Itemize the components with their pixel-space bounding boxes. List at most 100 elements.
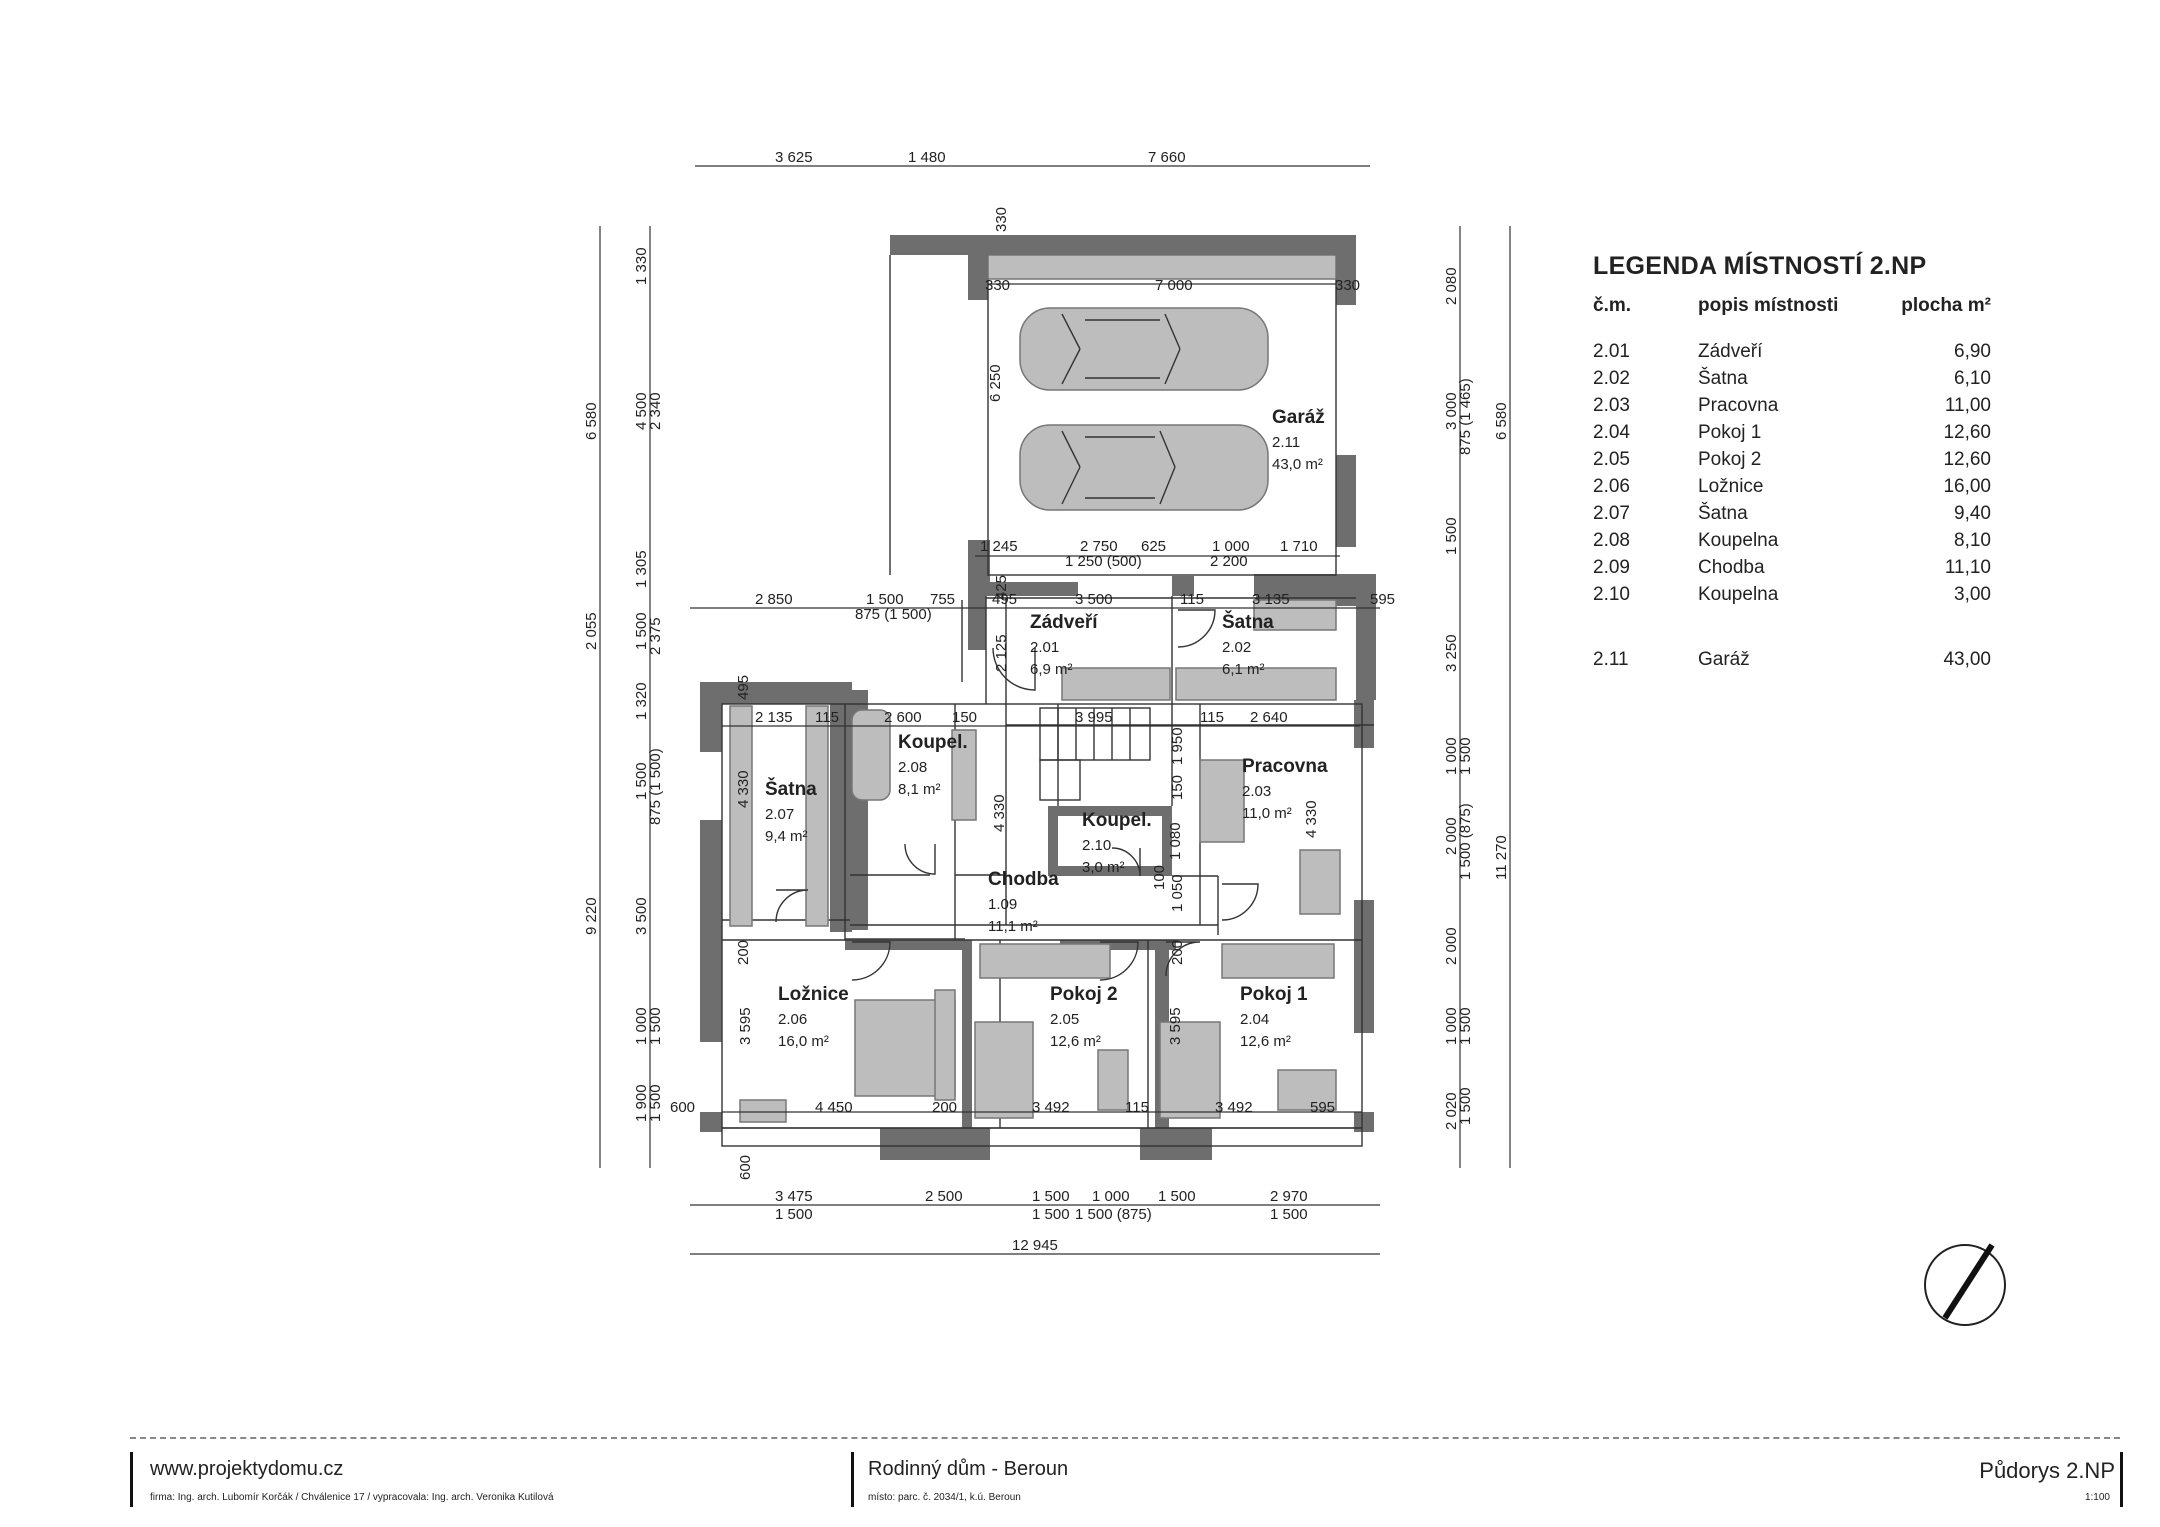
legend-cell-num: 2.04 — [1593, 422, 1630, 443]
footer-divider-right — [2120, 1452, 2123, 1507]
dim-left-inner: 1 500 — [647, 1084, 664, 1122]
legend-row: 2.06 Ložnice 16,00 — [1593, 474, 1991, 501]
dim-left-inner: 2 340 — [647, 392, 664, 430]
legend-cell-num: 2.05 — [1593, 449, 1630, 470]
dim-misc: 150 — [1169, 775, 1186, 800]
dim-bottom-inner: 600 — [670, 1099, 695, 1116]
room-area: 12,6 m² — [1240, 1033, 1291, 1050]
furniture — [729, 254, 1341, 1123]
legend-cell-name: Chodba — [1698, 557, 1765, 578]
legend-col-number: č.m. — [1593, 295, 1632, 316]
room-area: 6,9 m² — [1030, 661, 1073, 678]
dim-right-inner: 2 020 — [1443, 1092, 1460, 1130]
room-number: 2.01 — [1030, 639, 1059, 656]
dim-bottom-inner: 200 — [932, 1099, 957, 1116]
dim-garage-top: 330 — [1335, 277, 1360, 294]
staircase — [1039, 707, 1151, 801]
room-name: Koupel. — [898, 732, 968, 753]
dim-bottom: 2 500 — [925, 1188, 963, 1205]
dim-garage-bottom: 625 — [1141, 538, 1166, 555]
room-area: 11,1 m² — [988, 918, 1038, 935]
legend-cell-name: Pokoj 1 — [1698, 422, 1762, 443]
legend-cell-area: 12,60 — [1943, 422, 1991, 443]
dim-bottom-inner: 3 492 — [1215, 1099, 1253, 1116]
dim-left-inner: 1 320 — [633, 682, 650, 720]
room-name: Ložnice — [778, 984, 849, 1005]
footer-sheet-title: Půdorys 2.NP — [1979, 1458, 2115, 1483]
dim-left-inner: 1 500 — [633, 762, 650, 800]
legend-cell-name: Koupelna — [1698, 584, 1779, 605]
legend-cell-num: 2.09 — [1593, 557, 1630, 578]
dim-misc: 1 080 — [1167, 822, 1184, 860]
dim-garage-bottom: 1 245 — [980, 538, 1018, 555]
room-number: 2.05 — [1050, 1011, 1079, 1028]
room-number: 2.08 — [898, 759, 927, 776]
dim-right-inner: 1 500 — [1457, 1087, 1474, 1125]
dim-misc: 425 — [993, 575, 1010, 600]
dim-inner: 150 — [952, 709, 977, 726]
dim-top: 3 625 — [775, 149, 813, 166]
dimension-lines — [599, 165, 1511, 1255]
dim-inner: 2 640 — [1250, 709, 1288, 726]
legend-cell-name: Zádveří — [1698, 341, 1763, 362]
dim-left-inner: 1 900 — [633, 1084, 650, 1122]
legend-cell-num: 2.01 — [1593, 341, 1630, 362]
legend-col-desc: popis místnosti — [1698, 295, 1839, 316]
legend-cell-num: 2.06 — [1593, 476, 1630, 497]
dim-inner: 115 — [1200, 709, 1224, 726]
dim-garage-top: 330 — [985, 277, 1010, 294]
room-number: 1.09 — [988, 896, 1017, 913]
dim-right-inner: 875 (1 465) — [1457, 378, 1474, 455]
dim-mid: 3 500 — [1075, 591, 1113, 608]
legend-cell-num: 2.02 — [1593, 368, 1630, 389]
dim-left-inner: 1 330 — [633, 247, 650, 285]
footer-firm: firma: Ing. arch. Lubomír Korčák / Chvál… — [150, 1492, 554, 1503]
dim-right-inner: 3 000 — [1443, 392, 1460, 430]
legend-col-area: plocha m² — [1901, 295, 1991, 316]
legend-title: LEGENDA MÍSTNOSTÍ 2.NP — [1593, 252, 1927, 280]
car-icon — [1019, 424, 1269, 511]
legend-cell-name: Garáž — [1698, 649, 1750, 670]
footer-scale: 1:100 — [2084, 1492, 2110, 1503]
legend-cell-area: 12,60 — [1943, 449, 1991, 470]
dim-right-inner: 2 080 — [1443, 267, 1460, 305]
legend-cell-num: 2.03 — [1593, 395, 1630, 416]
dim-bottom: 2 970 — [1270, 1188, 1308, 1205]
dim-bottom-inner: 595 — [1310, 1099, 1335, 1116]
room-area: 16,0 m² — [778, 1033, 829, 1050]
dim-mid: 755 — [930, 591, 955, 608]
footer-divider-left — [130, 1452, 133, 1507]
footer-project: Rodinný dům - Beroun — [868, 1458, 1069, 1480]
dim-left-inner: 1 305 — [633, 550, 650, 588]
dim-misc: 4 330 — [735, 770, 752, 808]
dim-right-inner: 1 500 — [1457, 1007, 1474, 1045]
dim-bottom-inner: 115 — [1125, 1099, 1149, 1116]
room-area: 6,1 m² — [1222, 661, 1265, 678]
dim-right-inner: 2 000 — [1443, 817, 1460, 855]
dim-right-inner: 1 000 — [1443, 737, 1460, 775]
room-area: 8,1 m² — [898, 781, 941, 798]
footer-website[interactable]: www.projektydomu.cz — [150, 1458, 344, 1480]
room-name: Pokoj 1 — [1240, 984, 1308, 1005]
legend-cell-area: 11,10 — [1944, 557, 1991, 578]
footer-divider-mid — [851, 1452, 854, 1507]
dim-top: 1 480 — [908, 149, 946, 166]
legend-cell-name: Koupelna — [1698, 530, 1779, 551]
dim-left-outer: 9 220 — [583, 897, 600, 935]
dim-garage-bottom: 1 710 — [1280, 538, 1318, 555]
dim-garage-bottom2: 1 250 (500) — [1065, 553, 1142, 570]
footer-location: místo: parc. č. 2034/1, k.ú. Beroun — [868, 1492, 1021, 1503]
dim-left-outer: 6 580 — [583, 402, 600, 440]
dim-misc: 330 — [993, 207, 1010, 232]
legend-cell-area: 16,00 — [1943, 476, 1991, 497]
room-area: 12,6 m² — [1050, 1033, 1101, 1050]
walls — [700, 235, 1376, 1160]
legend-cell-name: Ložnice — [1698, 476, 1764, 497]
dim-left-inner: 2 375 — [647, 617, 664, 655]
